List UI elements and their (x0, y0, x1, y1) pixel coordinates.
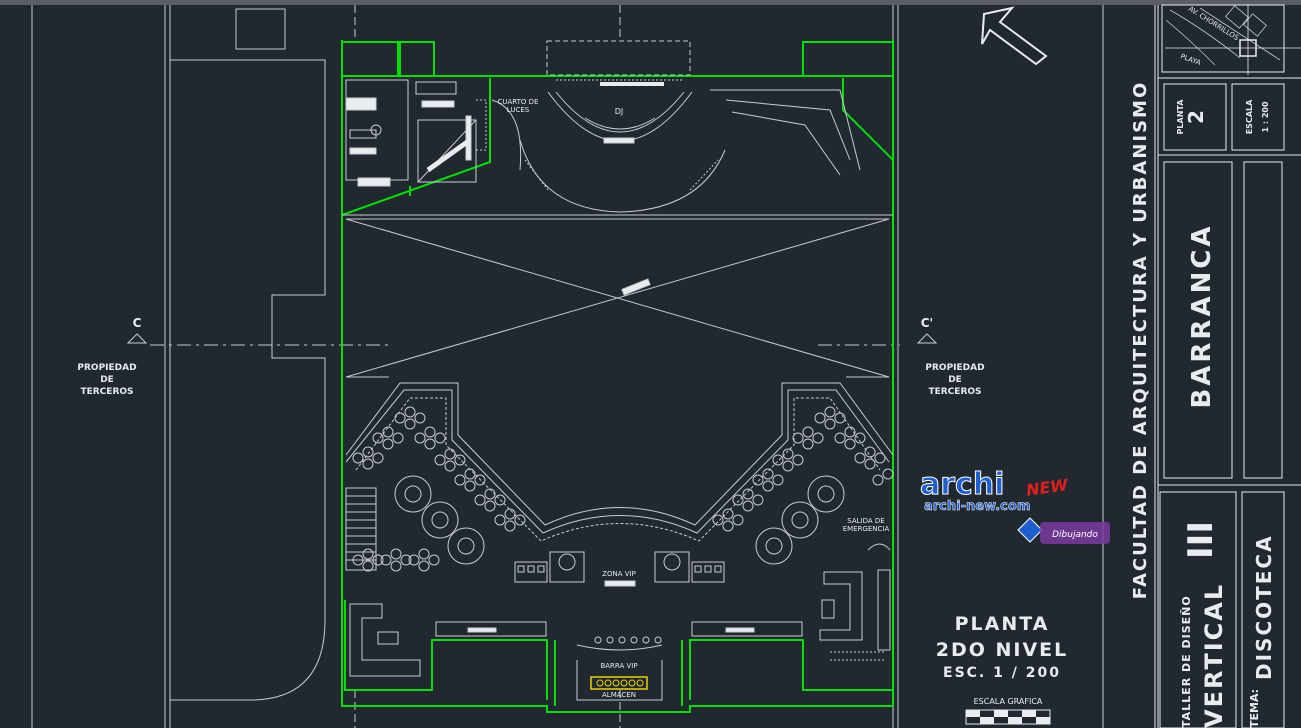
neighbor-right-line1: PROPIEDAD (925, 363, 984, 373)
keymap-street-label: AV. CHORRILLOS (1187, 5, 1241, 43)
graphic-scale-label: ESCALA GRAFICA (974, 697, 1043, 706)
bars-and-stairs (345, 487, 891, 701)
dj-label: DJ (615, 107, 624, 116)
neighbor-left-line2: DE (100, 375, 114, 385)
faculty-name: FACULTAD DE ARQUITECTURA Y URBANISMO (1130, 81, 1151, 600)
neighbor-right-line3: TERCEROS (928, 387, 981, 397)
vip-bar-label: BARRA VIP (600, 662, 637, 670)
vip-tables (352, 406, 894, 572)
drawing-scale: ESC. 1 / 200 (943, 665, 1061, 681)
north-arrow-icon (981, 6, 1048, 66)
lights-room-label-2: LUCES (507, 106, 530, 114)
theme-label: TEMA: (1248, 689, 1261, 728)
emergency-exit-label-2: EMERGENCIA (843, 525, 890, 533)
storage-label: ALMACEN (602, 691, 636, 699)
vip-balcony (345, 382, 894, 542)
watermark-site: archi-new.com (924, 499, 1030, 514)
top-window-edge (0, 0, 1301, 5)
location-name: BARRANCA (1187, 223, 1217, 408)
archi-new-watermark: archi NEW archi-new.com Dibujando (920, 467, 1110, 544)
course-label: TALLER DE DISEÑO (1180, 595, 1193, 728)
sheet-number: 2 (1184, 110, 1208, 124)
watermark-badge: Dibujando (1052, 530, 1098, 540)
vip-zone-label: ZONA VIP (602, 570, 636, 578)
watermark-badge-icon (1017, 517, 1043, 543)
section-line-c (126, 333, 938, 346)
exterior-walls (341, 40, 894, 713)
keymap-beach-label: PLAYA (1179, 52, 1202, 67)
section-marker-left: C (133, 316, 142, 330)
emergency-exit-label-1: SALIDA DE (847, 517, 884, 525)
section-marker-right: C' (921, 316, 933, 330)
drawing-title-line1: PLANTA (955, 613, 1050, 635)
location-keymap (1165, 5, 1301, 75)
dj-stage (491, 40, 861, 213)
title-block-frame (1154, 4, 1301, 728)
lights-room-label-1: CUARTO DE (498, 98, 539, 106)
drawing-title-line2: 2DO NIVEL (936, 639, 1069, 661)
storage-counter (590, 676, 648, 690)
neighbor-left-line3: TERCEROS (80, 387, 133, 397)
theme-name: DISCOTECA (1252, 534, 1276, 680)
dance-floor-void (342, 214, 893, 378)
course-level: III (1181, 521, 1221, 559)
scale-value: 1 : 200 (1261, 101, 1270, 132)
round-booths (394, 475, 845, 565)
service-block (345, 79, 487, 187)
watermark-brand-suffix: NEW (1025, 475, 1071, 500)
neighbor-left-line1: PROPIEDAD (77, 363, 136, 373)
storage-seats (596, 679, 644, 687)
scale-label: ESCALA (1245, 99, 1254, 134)
course-name: VERTICAL (1200, 583, 1228, 728)
graphic-scale-bar (965, 709, 1051, 725)
vip-sofas (514, 551, 725, 587)
neighbor-right-line2: DE (948, 375, 962, 385)
watermark-brand: archi (920, 467, 1004, 502)
sheet-label: PLANTA (1176, 99, 1185, 135)
